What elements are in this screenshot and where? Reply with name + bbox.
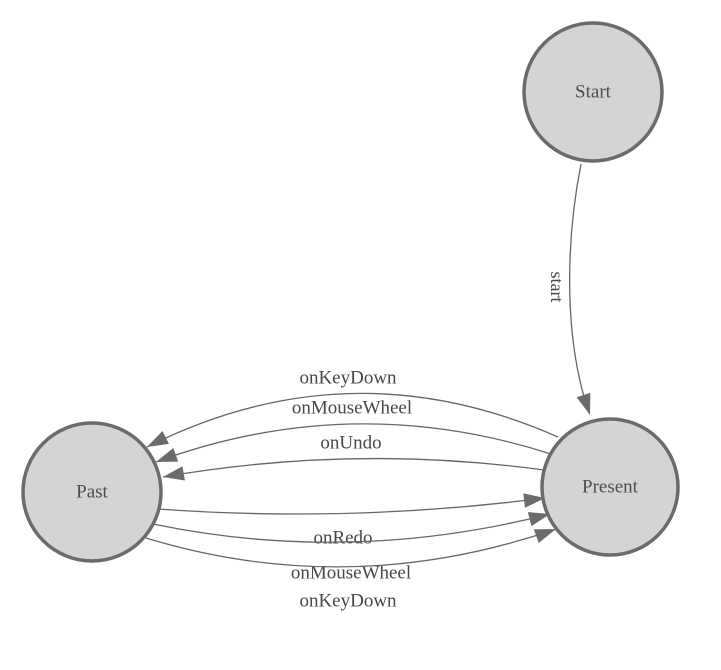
- node-present: Present: [540, 417, 680, 557]
- state-circle: [522, 21, 664, 163]
- edge-line: [568, 163, 590, 414]
- edge-line: [157, 497, 546, 515]
- arrowhead-icon: [527, 512, 550, 527]
- edge-onkeydown-to-present: onKeyDown: [145, 528, 557, 614]
- edge-line: [152, 513, 551, 543]
- arrowhead-icon: [156, 448, 179, 462]
- edge-start-to-present: start: [545, 163, 591, 415]
- edge-onmousewheel-to-past: onMouseWheel: [155, 396, 552, 463]
- edge-label: onUndo: [320, 433, 381, 454]
- edge-label: onKeyDown: [299, 591, 397, 612]
- state-label: Past: [76, 482, 108, 503]
- arrowhead-icon: [163, 466, 185, 481]
- edge-onkeydown-to-past: onKeyDown: [146, 366, 559, 448]
- state-label: Start: [575, 82, 612, 103]
- edge-line: [155, 423, 552, 463]
- edge-line: [145, 528, 557, 568]
- edge-label: start: [547, 272, 567, 303]
- edge-label: onKeyDown: [299, 368, 397, 389]
- state-circle: [540, 417, 680, 557]
- arrowhead-icon: [523, 493, 545, 508]
- arrowhead-icon: [147, 431, 169, 447]
- edge-label: onRedo: [313, 528, 372, 549]
- state-label: Present: [582, 477, 639, 498]
- node-start: Start: [522, 21, 664, 163]
- edge-label: onMouseWheel: [292, 398, 412, 419]
- edge-line: [162, 457, 545, 478]
- edge-line: [146, 392, 559, 448]
- node-past: Past: [21, 421, 163, 563]
- state-circle: [21, 421, 163, 563]
- edge-onundo-to-past: onUndo: [162, 431, 545, 481]
- edge-onredo-to-present: onRedo: [157, 493, 546, 551]
- arrowhead-icon: [576, 392, 591, 415]
- arrowhead-icon: [533, 529, 556, 543]
